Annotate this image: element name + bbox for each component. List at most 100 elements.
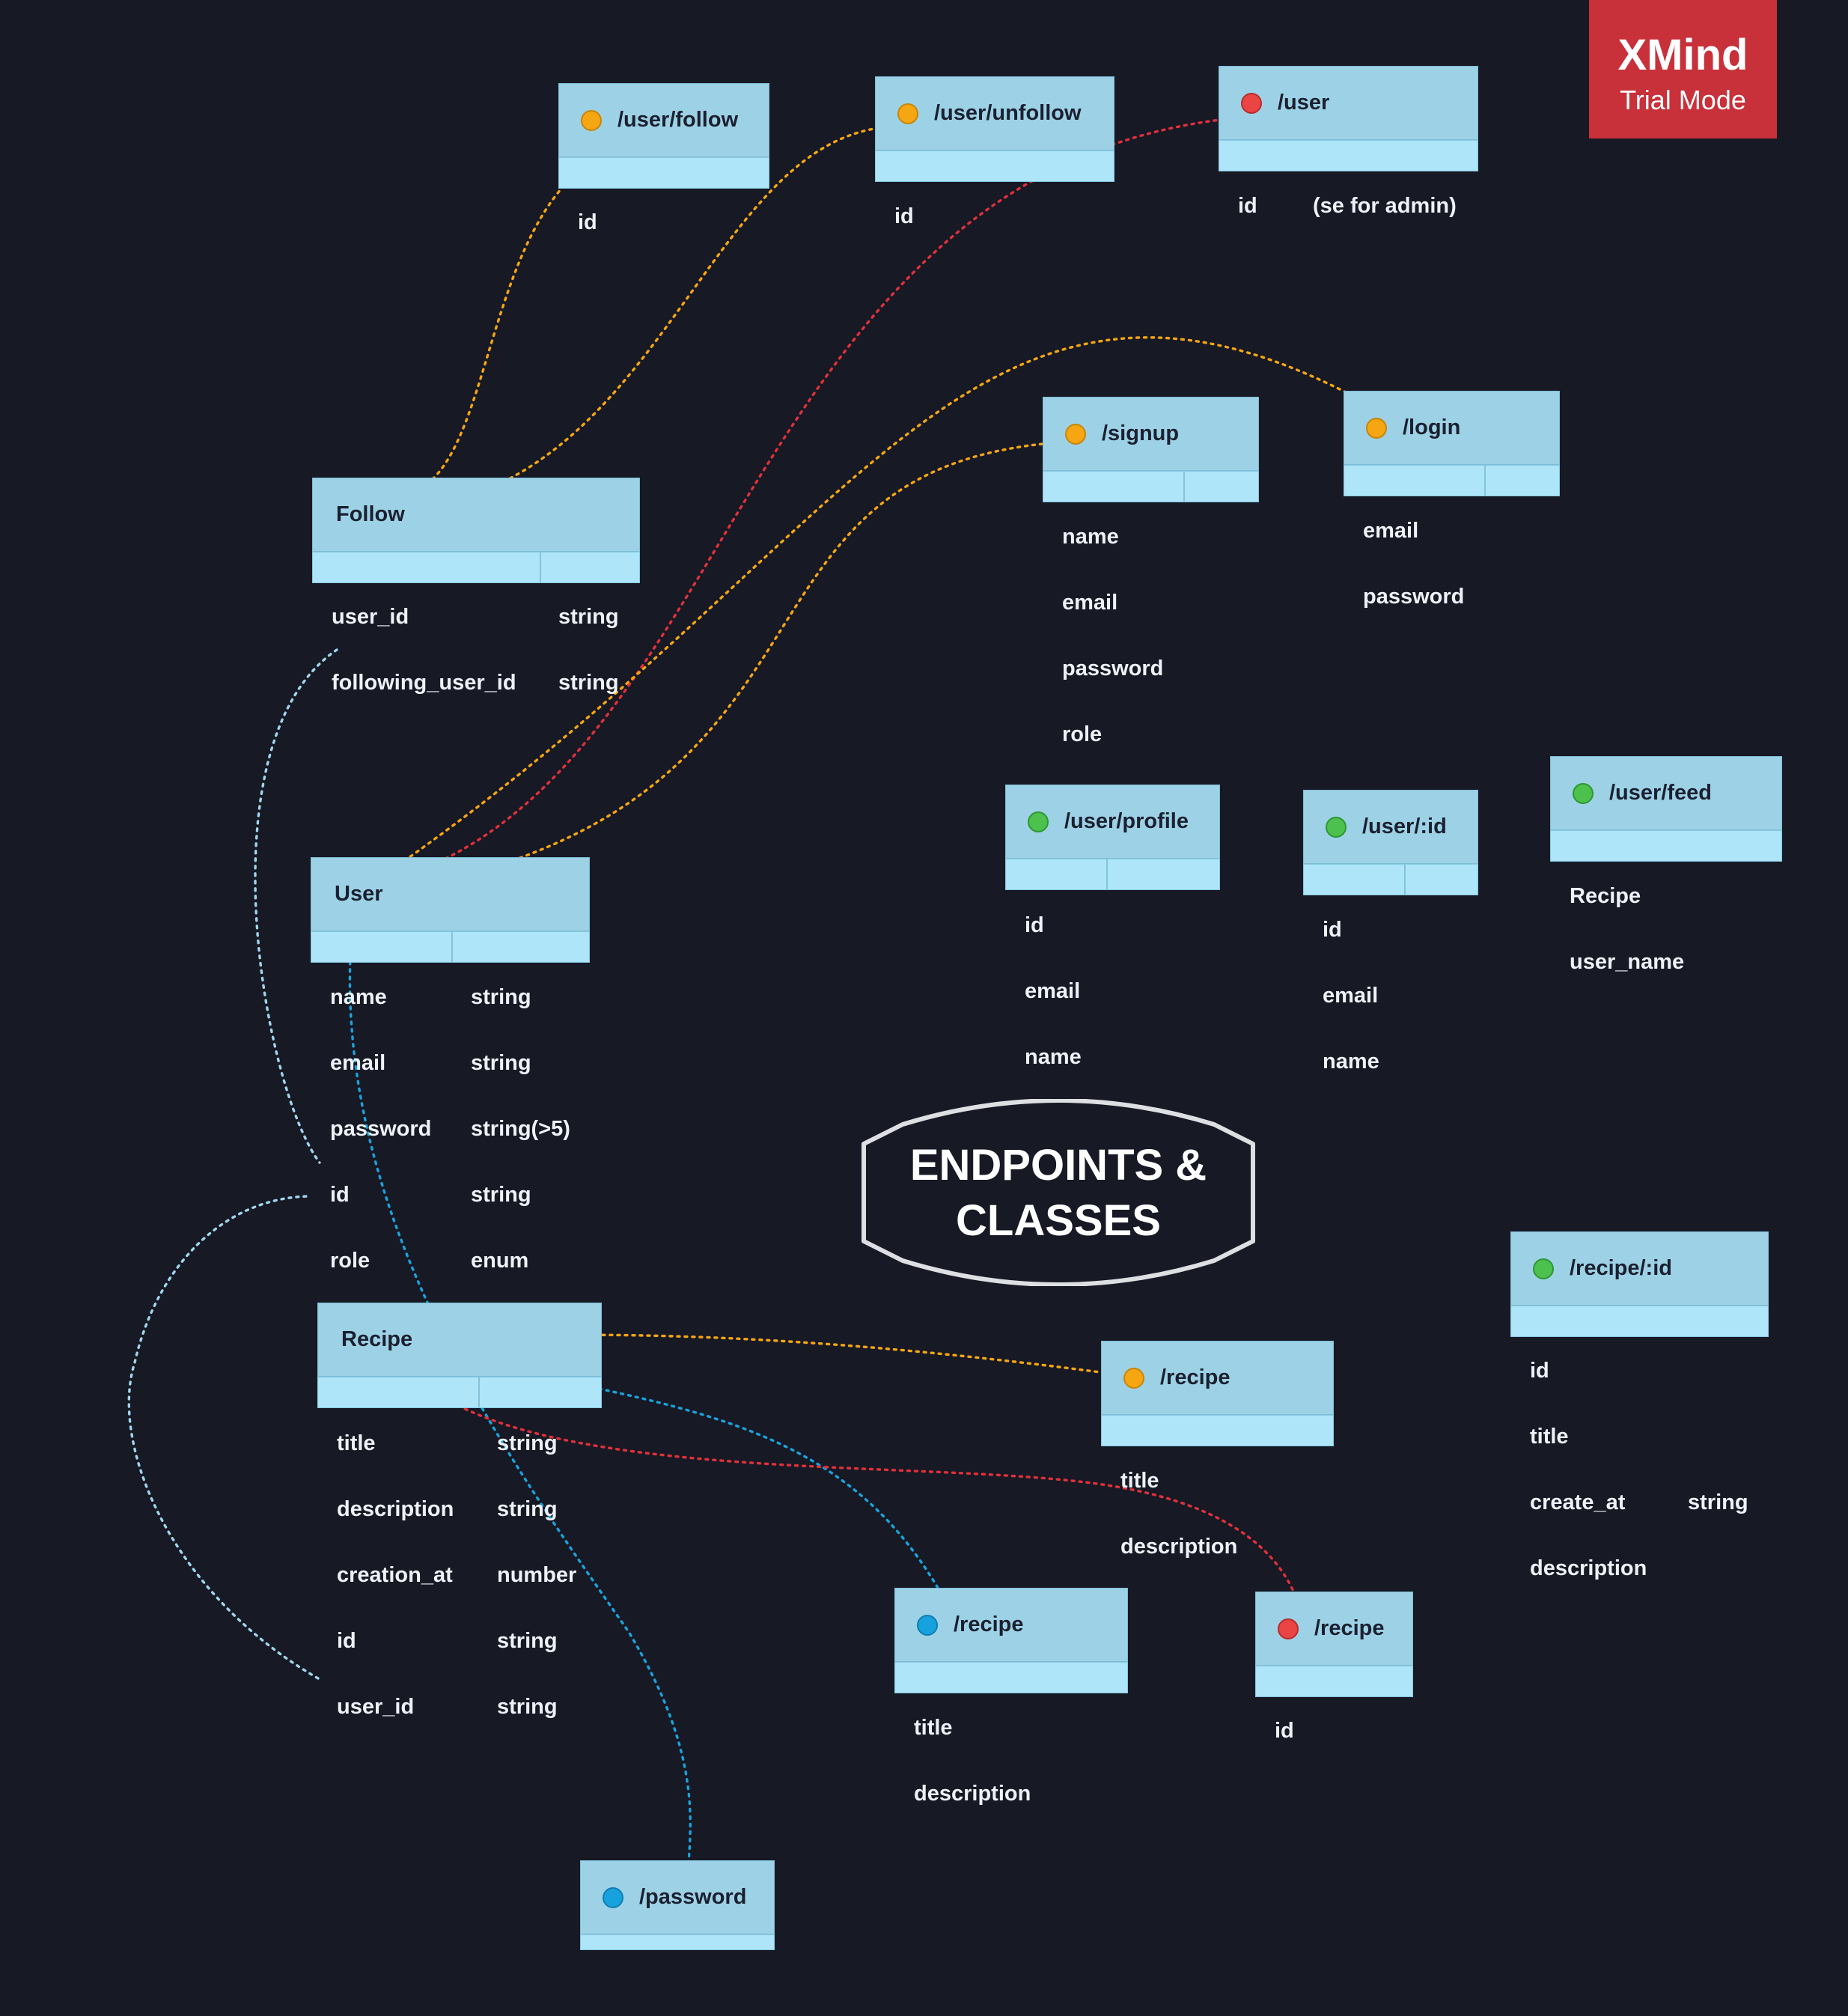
field-name: title bbox=[337, 1431, 376, 1455]
field-type: string bbox=[497, 1497, 558, 1521]
field-name: email bbox=[330, 1051, 386, 1075]
endpoint-user-delete[interactable]: /user bbox=[1219, 66, 1478, 173]
endpoint-footer bbox=[894, 1662, 1128, 1693]
endpoint-field: email bbox=[1062, 591, 1118, 615]
status-orange-icon bbox=[1065, 424, 1086, 445]
cell-divider bbox=[1404, 865, 1406, 895]
endpoint-title: /recipe bbox=[1160, 1365, 1231, 1389]
field-type: string bbox=[497, 1695, 558, 1719]
field-name: user_id bbox=[332, 605, 409, 629]
central-topic-title: ENDPOINTS & CLASSES bbox=[909, 1141, 1207, 1245]
endpoint-footer bbox=[1510, 1306, 1769, 1337]
endpoint-footer bbox=[1303, 864, 1478, 895]
watermark-brand: XMind bbox=[1617, 31, 1748, 79]
endpoint-user-unfollow[interactable]: /user/unfollow bbox=[875, 76, 1114, 183]
endpoint-footer bbox=[1550, 830, 1782, 862]
endpoint-field: email bbox=[1363, 519, 1419, 543]
status-orange-icon bbox=[581, 110, 602, 131]
cell-divider bbox=[1183, 472, 1185, 502]
status-blue-icon bbox=[917, 1615, 938, 1636]
endpoint-field: description bbox=[1530, 1556, 1647, 1580]
endpoint-recipe-delete[interactable]: /recipe bbox=[1255, 1592, 1413, 1699]
class-header bbox=[317, 1303, 602, 1377]
endpoint-field: id bbox=[1530, 1359, 1549, 1383]
class-user[interactable]: User bbox=[311, 857, 590, 964]
field-type: string(>5) bbox=[471, 1117, 570, 1141]
endpoint-recipe-id[interactable]: /recipe/:id bbox=[1510, 1231, 1769, 1339]
endpoint-user-id[interactable]: /user/:id bbox=[1303, 790, 1478, 897]
endpoint-field: id bbox=[1323, 918, 1342, 942]
class-title: Recipe bbox=[341, 1327, 413, 1351]
endpoint-field: id bbox=[1238, 194, 1257, 218]
endpoint-field: title bbox=[1120, 1469, 1159, 1493]
endpoint-field: password bbox=[1062, 657, 1164, 680]
class-title: User bbox=[335, 882, 383, 906]
endpoint-login[interactable]: /login bbox=[1344, 391, 1560, 498]
status-orange-icon bbox=[1123, 1368, 1144, 1389]
endpoint-user-feed[interactable]: /user/feed bbox=[1550, 756, 1782, 863]
class-header bbox=[312, 478, 640, 552]
endpoint-field: create_at bbox=[1530, 1490, 1626, 1514]
endpoint-note: (se for admin) bbox=[1313, 194, 1457, 218]
class-footer bbox=[312, 552, 640, 583]
cell-divider bbox=[451, 932, 453, 962]
central-topic-shape bbox=[862, 1099, 1255, 1286]
endpoint-footer bbox=[1219, 140, 1478, 171]
endpoint-field: title bbox=[914, 1716, 953, 1740]
field-type: string bbox=[471, 985, 531, 1009]
endpoint-field: description bbox=[1120, 1535, 1238, 1559]
field-name: following_user_id bbox=[332, 671, 516, 695]
cell-divider bbox=[540, 552, 541, 582]
endpoint-field: email bbox=[1323, 984, 1379, 1008]
field-name: id bbox=[337, 1629, 356, 1653]
class-header bbox=[311, 857, 590, 931]
endpoint-footer bbox=[1101, 1415, 1334, 1446]
endpoint-field: role bbox=[1062, 722, 1103, 746]
endpoint-field: user_name bbox=[1570, 950, 1685, 974]
field-name: description bbox=[337, 1497, 454, 1521]
class-follow[interactable]: Follow bbox=[312, 478, 640, 584]
endpoint-signup[interactable]: /signup bbox=[1043, 397, 1259, 504]
status-red-icon bbox=[1278, 1618, 1299, 1639]
field-type: enum bbox=[471, 1249, 529, 1273]
endpoint-field: description bbox=[914, 1782, 1031, 1806]
field-type: string bbox=[471, 1183, 531, 1207]
endpoint-recipe-put[interactable]: /recipe bbox=[894, 1588, 1128, 1695]
field-name: user_id bbox=[337, 1695, 415, 1719]
field-type: string bbox=[558, 605, 619, 629]
endpoint-field: id bbox=[894, 204, 914, 228]
class-recipe[interactable]: Recipe bbox=[317, 1303, 602, 1411]
field-name: role bbox=[330, 1249, 370, 1273]
endpoint-password[interactable]: /password bbox=[580, 1860, 775, 1950]
endpoint-footer bbox=[1344, 465, 1560, 496]
endpoint-title: /user/:id bbox=[1362, 814, 1447, 838]
endpoint-field: name bbox=[1062, 525, 1119, 549]
class-footer bbox=[317, 1377, 602, 1408]
endpoint-field: title bbox=[1530, 1425, 1569, 1449]
cell-divider bbox=[1106, 859, 1108, 889]
endpoint-footer bbox=[580, 1934, 775, 1950]
field-name: creation_at bbox=[337, 1563, 453, 1587]
endpoint-user-profile[interactable]: /user/profile bbox=[1005, 785, 1220, 892]
cell-divider bbox=[1484, 466, 1486, 496]
endpoint-title: /user/profile bbox=[1064, 809, 1189, 833]
endpoint-title: /recipe bbox=[1314, 1616, 1385, 1640]
endpoint-title: /signup bbox=[1102, 421, 1180, 445]
field-name: id bbox=[330, 1183, 350, 1207]
watermark-mode: Trial Mode bbox=[1620, 85, 1746, 115]
endpoint-user-follow[interactable]: /user/follow bbox=[558, 83, 769, 189]
endpoint-title: /login bbox=[1403, 415, 1461, 439]
endpoint-recipe-post[interactable]: /recipe bbox=[1101, 1341, 1334, 1448]
link-recipe-to-user-id bbox=[127, 1195, 320, 1680]
endpoint-title: /password bbox=[639, 1885, 747, 1909]
endpoint-field: password bbox=[1363, 585, 1465, 609]
class-footer bbox=[311, 931, 590, 963]
field-type: number bbox=[497, 1563, 577, 1587]
endpoint-footer bbox=[558, 157, 769, 189]
endpoint-title: /recipe bbox=[954, 1613, 1024, 1636]
endpoint-footer bbox=[875, 150, 1114, 182]
endpoint-field: name bbox=[1323, 1050, 1379, 1074]
central-topic[interactable]: ENDPOINTS & CLASSES bbox=[858, 1099, 1259, 1286]
status-orange-icon bbox=[897, 103, 918, 124]
